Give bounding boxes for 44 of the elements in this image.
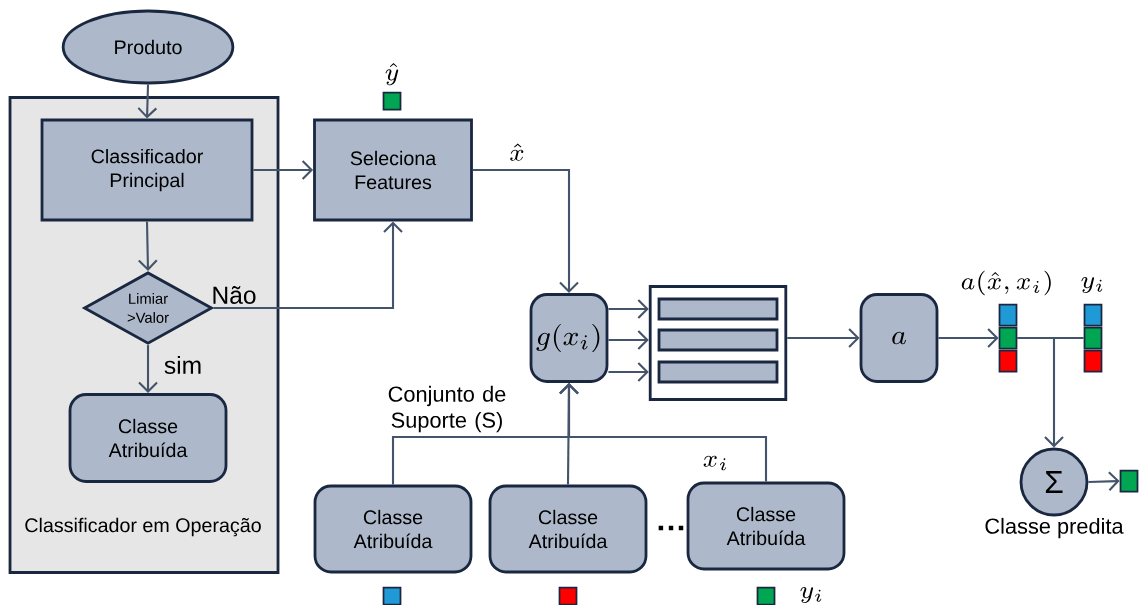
arrow xyxy=(137,84,158,119)
ellipsis: … xyxy=(658,525,684,531)
arrow xyxy=(608,362,649,382)
class-square xyxy=(998,326,1018,350)
class-square xyxy=(998,349,1018,373)
arrow xyxy=(787,328,860,348)
math-label: $a(\hat{x}, x_i)$ xyxy=(961,270,1051,296)
process-box: Classe Atribuída xyxy=(488,484,648,574)
math-label: $x_i$ xyxy=(703,455,727,471)
process-box: Seleciona Features xyxy=(313,118,473,222)
arrow xyxy=(1017,336,1064,448)
arrow xyxy=(1088,471,1120,492)
class-square xyxy=(1119,469,1139,493)
arrow xyxy=(138,221,158,271)
class-square xyxy=(1083,303,1103,327)
class-square xyxy=(382,91,402,111)
arrow xyxy=(253,160,314,180)
arrow xyxy=(938,328,999,348)
note-label: Conjunto de Suporte (S) xyxy=(388,385,506,433)
arrow xyxy=(559,382,768,482)
math-label: $y_i$ xyxy=(800,587,822,603)
list-bar xyxy=(657,360,779,384)
process-box: Classe Atribuída xyxy=(686,481,846,571)
class-square xyxy=(1083,349,1103,373)
node-caption: Classe predita xyxy=(985,517,1124,539)
process-box: Classificador Principal xyxy=(40,118,254,222)
list-bar xyxy=(657,328,779,352)
class-square xyxy=(1083,326,1103,350)
arrow xyxy=(213,221,403,310)
arrow xyxy=(472,168,579,294)
process-box: Classe Atribuída xyxy=(313,484,473,574)
edge-label: Não xyxy=(213,286,256,304)
function-box: $g(x_i)$ xyxy=(529,293,609,383)
function-box: $a$ xyxy=(859,293,939,383)
arrow xyxy=(138,345,158,394)
arrow xyxy=(608,330,649,350)
class-square xyxy=(998,303,1018,327)
process-box: Classe Atribuída xyxy=(68,393,228,483)
edge-label: $\hat{x}$ xyxy=(510,143,524,161)
math-label: $y_i$ xyxy=(1081,277,1103,293)
math-label: $\hat{y}$ xyxy=(385,63,399,86)
list-bar xyxy=(657,297,779,321)
edge-label: sim xyxy=(164,356,201,374)
arrow xyxy=(608,299,649,319)
